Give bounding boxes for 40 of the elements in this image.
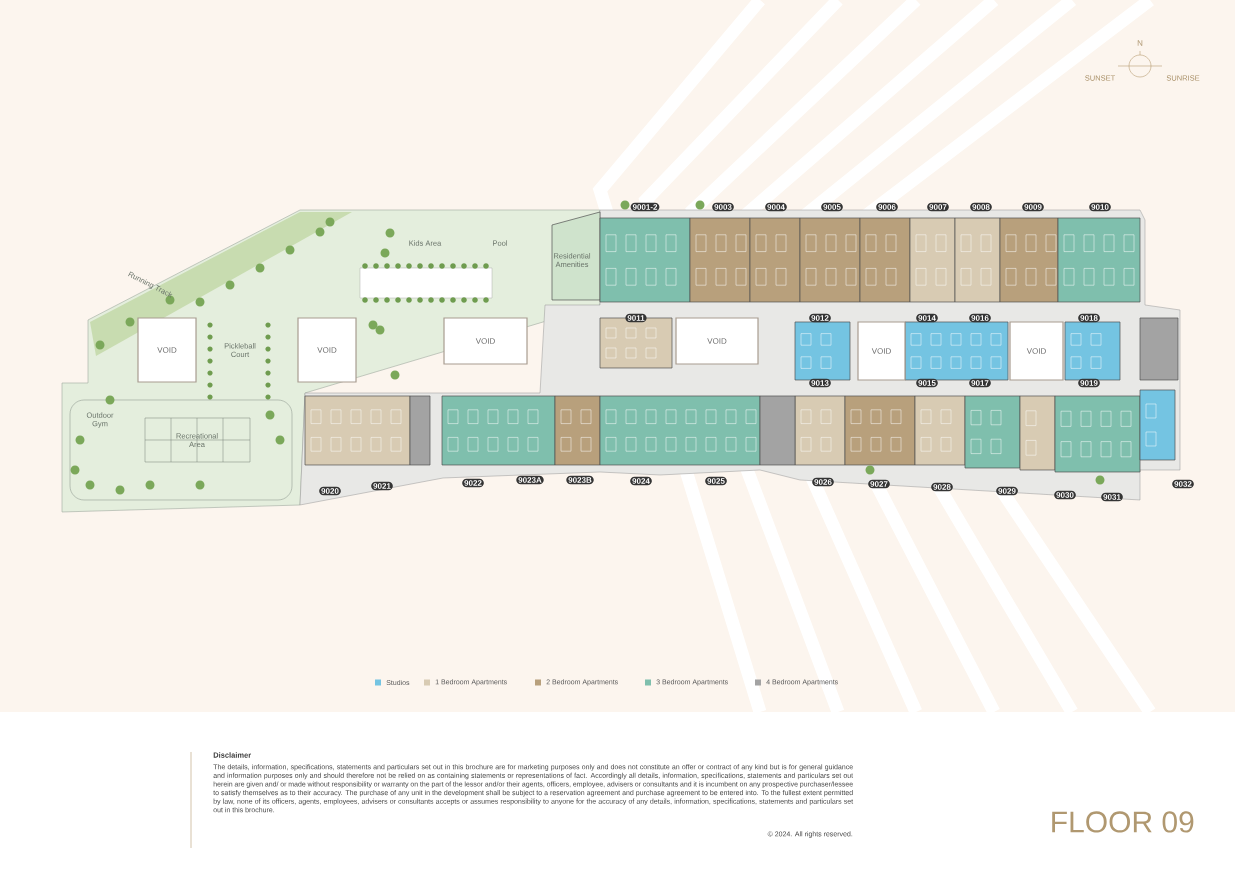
void-box: VOID — [857, 321, 906, 381]
void-box: VOID — [443, 317, 528, 365]
unit-number-badge: 9013 — [809, 378, 831, 388]
unit-number-badge: 9029 — [996, 486, 1018, 496]
void-box: VOID — [137, 317, 197, 383]
unit-number-badge: 9024 — [630, 476, 652, 486]
void-box: VOID — [675, 317, 759, 365]
unit-number-badge: 9014 — [916, 313, 938, 323]
unit-number-badge: 9030 — [1054, 490, 1076, 500]
unit-number-badge: 9010 — [1089, 202, 1111, 212]
unit-number-badge: 9025 — [705, 476, 727, 486]
unit-number-badge: 9032 — [1172, 479, 1194, 489]
unit-number-badge: 9008 — [970, 202, 992, 212]
unit-number-badge: 9001-2 — [630, 202, 660, 212]
unit-number-badge: 9003 — [712, 202, 734, 212]
unit-number-badge: 9017 — [969, 378, 991, 388]
unit-number-badge: 9019 — [1078, 378, 1100, 388]
unit-number-badge: 9012 — [809, 313, 831, 323]
void-box: VOID — [1009, 321, 1064, 381]
floor-title: FLOOR 09 — [1052, 811, 1194, 833]
unit-number-badge: 9015 — [916, 378, 938, 388]
unit-number-badge: 9022 — [462, 478, 484, 488]
unit-number-badge: 9007 — [927, 202, 949, 212]
void-box: VOID — [297, 317, 357, 383]
unit-number-badge: 9009 — [1022, 202, 1044, 212]
unit-number-badge: 9020 — [319, 486, 341, 496]
unit-number-badge: 9023A — [516, 475, 544, 485]
compass-label: N — [1137, 40, 1143, 46]
unit-number-badge: 9005 — [821, 202, 843, 212]
unit-number-badge: 9016 — [969, 313, 991, 323]
unit-number-badge: 9023B — [566, 475, 594, 485]
unit-number-badge: 9028 — [931, 482, 953, 492]
unit-number-badge: 9021 — [371, 481, 393, 491]
unit-number-badge: 9004 — [765, 202, 787, 212]
unit-number-badge: 9027 — [868, 479, 890, 489]
unit-number-badge: 9011 — [625, 313, 647, 323]
unit-number-badge: 9006 — [876, 202, 898, 212]
unit-number-badge: 9018 — [1078, 313, 1100, 323]
unit-number-badge: 9026 — [812, 477, 834, 487]
unit-number-badge: 9031 — [1101, 492, 1123, 502]
